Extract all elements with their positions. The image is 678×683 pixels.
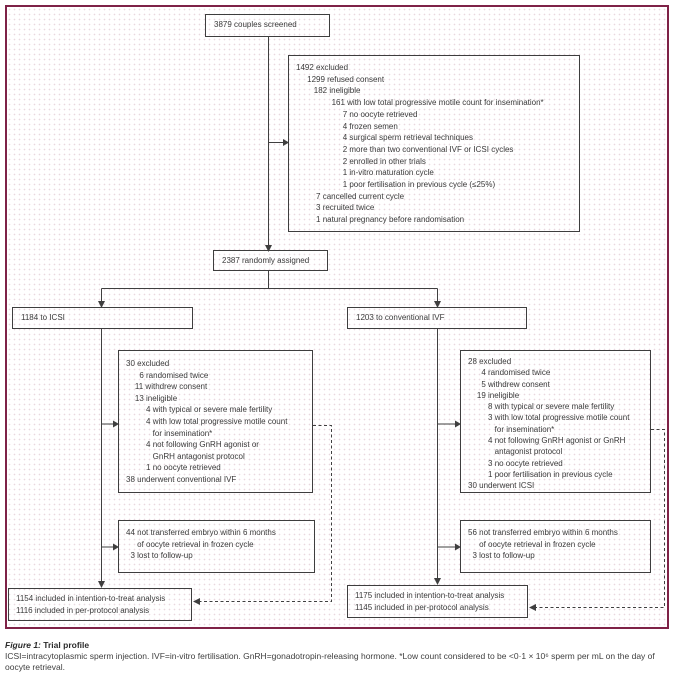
box-arm-conventional-ivf: 1203 to conventional IVF [347, 307, 527, 329]
figure-number-label: Figure 1: [5, 640, 41, 650]
box-not-transferred-icsi: 44 not transferred embryo within 6 month… [118, 520, 315, 573]
arrowhead-right-not-transferred-ivf [455, 543, 461, 551]
arrowhead-right-excluded-ivf [455, 420, 461, 428]
box-arm-icsi: 1184 to ICSI [12, 307, 193, 329]
box-analysis-icsi: 1154 included in intention-to-treat anal… [8, 588, 192, 621]
arrowhead-left-analysis-ivf [529, 604, 536, 611]
arrowhead-down-ivf [434, 301, 441, 308]
solid-connector-lines [101, 37, 455, 583]
arrowhead-right-not-transferred-icsi [113, 543, 119, 551]
box-analysis-ivf: 1175 included in intention-to-treat anal… [347, 585, 528, 618]
arrowhead-down-analysis-ivf [434, 578, 441, 585]
box-excluded-ivf: 28 excluded 4 randomised twice 5 withdre… [460, 350, 651, 493]
arrowhead-right-excluded-icsi [113, 420, 119, 428]
figure-footnote: ICSI=intracytoplasmic sperm injection. I… [5, 651, 655, 672]
dashed-connector-icsi [200, 425, 332, 602]
figure-border-frame [5, 5, 669, 629]
dashed-connector-lines [200, 425, 665, 608]
arrowhead-right-excluded-all [283, 139, 289, 146]
box-couples-screened: 3879 couples screened [205, 14, 330, 37]
connector-randomisation-split [101, 271, 438, 302]
box-randomly-assigned: 2387 randomly assigned [213, 250, 328, 271]
box-not-transferred-ivf: 56 not transferred embryo within 6 month… [460, 520, 651, 573]
arrowheads [98, 139, 536, 611]
figure-caption: Figure 1: Trial profile ICSI=intracytopl… [5, 640, 673, 672]
arrowhead-down-analysis-icsi [98, 581, 105, 588]
dashed-connector-ivf [536, 429, 665, 608]
arrowhead-down-icsi [98, 301, 105, 308]
box-excluded-all: 1492 excluded 1299 refused consent 182 i… [288, 55, 580, 232]
box-excluded-icsi: 30 excluded 6 randomised twice 11 withdr… [118, 350, 313, 493]
arrowhead-down-assigned [265, 245, 272, 252]
figure-title: Trial profile [43, 640, 90, 650]
figure-caption-heading: Figure 1: Trial profile [5, 640, 673, 650]
arrowhead-left-analysis-icsi [193, 598, 200, 605]
